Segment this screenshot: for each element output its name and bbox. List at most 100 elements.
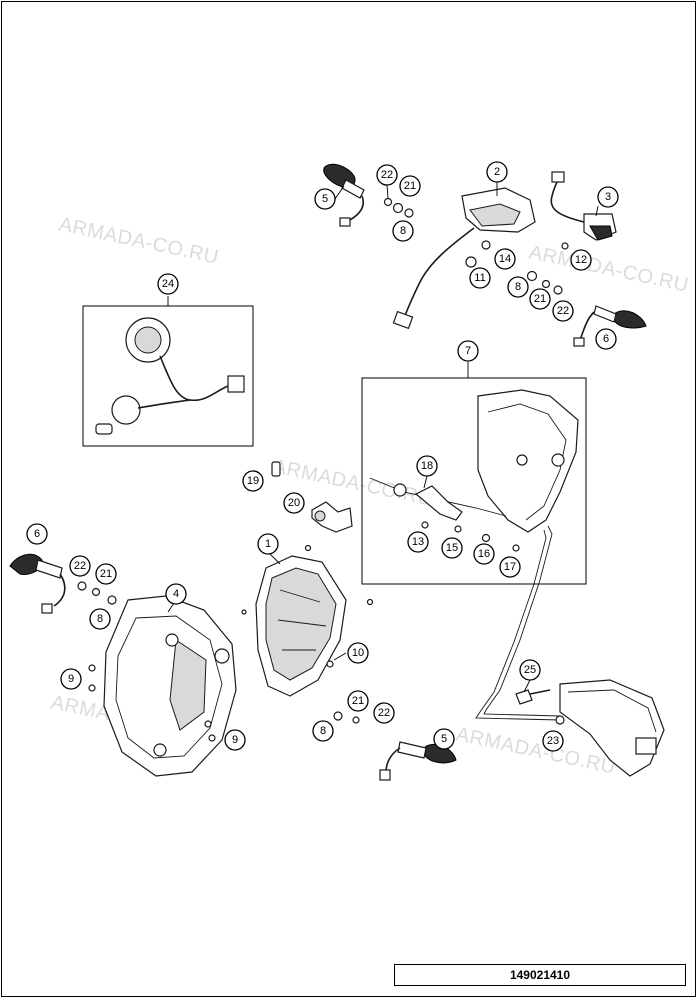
indicator-lens bbox=[613, 310, 647, 329]
callout-label: 10 bbox=[352, 647, 364, 659]
callout-label: 9 bbox=[68, 673, 74, 685]
callout-16: 16 bbox=[473, 543, 495, 565]
callout-label: 21 bbox=[404, 180, 416, 192]
washer bbox=[404, 208, 414, 218]
mount-plate bbox=[414, 485, 463, 521]
grommet-23 bbox=[555, 715, 565, 725]
callout-8: 8 bbox=[392, 220, 414, 242]
cable-24b bbox=[137, 399, 191, 409]
callout-8: 8 bbox=[89, 608, 111, 630]
washer bbox=[481, 240, 491, 250]
indicator-connector bbox=[339, 217, 351, 227]
callout-label: 20 bbox=[288, 497, 300, 509]
callout-label: 9 bbox=[232, 734, 238, 746]
license-plate-light-lens bbox=[589, 225, 613, 241]
callout-label: 21 bbox=[534, 293, 546, 305]
screw bbox=[326, 660, 334, 668]
callout-21: 21 bbox=[347, 690, 369, 712]
callout-22: 22 bbox=[552, 300, 574, 322]
nut bbox=[481, 533, 491, 543]
watermark-text: ARMADA-CO.RU bbox=[57, 213, 221, 268]
callout-label: 8 bbox=[515, 281, 521, 293]
bracket-hole bbox=[516, 454, 528, 466]
callout-label: 11 bbox=[474, 272, 485, 284]
callout-21: 21 bbox=[399, 175, 421, 197]
callout-5: 5 bbox=[433, 728, 455, 750]
callout-label: 7 bbox=[465, 345, 471, 357]
callout-label: 24 bbox=[162, 278, 174, 290]
callout-label: 21 bbox=[100, 568, 112, 580]
nut bbox=[333, 711, 343, 721]
callout-label: 4 bbox=[173, 588, 179, 600]
license-plate-light-connector bbox=[551, 171, 565, 183]
callout-label: 18 bbox=[421, 460, 433, 472]
callout-4: 4 bbox=[165, 583, 187, 605]
washer bbox=[383, 197, 393, 207]
indicator-cable bbox=[349, 195, 365, 221]
callout-label: 6 bbox=[603, 333, 609, 345]
indicator-stem bbox=[35, 559, 63, 579]
callout-13: 13 bbox=[407, 531, 429, 553]
nut bbox=[107, 595, 117, 605]
callout-label: 8 bbox=[400, 225, 406, 237]
headlight-mask-4 bbox=[88, 595, 237, 777]
nut bbox=[392, 202, 404, 214]
callout-11: 11 bbox=[469, 267, 491, 289]
screw bbox=[88, 664, 96, 672]
indicator-stem bbox=[341, 179, 365, 199]
indicator-lens bbox=[423, 744, 457, 764]
rear-indicator-left bbox=[323, 163, 414, 227]
mask-body bbox=[103, 595, 237, 777]
washer bbox=[91, 587, 101, 597]
bulbs bbox=[271, 461, 353, 533]
callout-21: 21 bbox=[529, 288, 551, 310]
bulb-socket bbox=[111, 395, 141, 425]
callout-label: 16 bbox=[478, 548, 490, 560]
callout-label: 22 bbox=[557, 305, 569, 317]
callout-9: 9 bbox=[224, 729, 246, 751]
tail-light-lens bbox=[469, 203, 521, 227]
instrument-bracket-edge bbox=[567, 689, 657, 733]
indicator-stem bbox=[593, 305, 617, 323]
screw bbox=[366, 598, 374, 606]
callout-12: 12 bbox=[570, 249, 592, 271]
callout-label: 23 bbox=[547, 735, 559, 747]
callout-7: 7 bbox=[457, 340, 479, 362]
callout-label: 17 bbox=[504, 561, 516, 573]
headlight-lens-lines bbox=[277, 589, 327, 651]
mask-hole bbox=[153, 743, 167, 757]
callout-8: 8 bbox=[507, 276, 529, 298]
bulb-20 bbox=[311, 501, 353, 533]
bulb-19 bbox=[271, 461, 281, 477]
callout-label: 22 bbox=[74, 560, 86, 572]
bracket-body bbox=[477, 389, 579, 533]
mask-hole bbox=[165, 633, 179, 647]
nut bbox=[465, 256, 477, 268]
wiring-harness bbox=[475, 525, 665, 777]
indicator-stem bbox=[397, 741, 427, 759]
indicator-cable bbox=[579, 311, 595, 341]
callouts: 2 3 5 22 21 8 11 14 12 8 21 22 6 24 7 18… bbox=[26, 161, 619, 752]
front-indicator-right bbox=[379, 741, 457, 781]
screw bbox=[241, 609, 247, 615]
headlight-lens bbox=[265, 567, 337, 681]
rear-indicator-right bbox=[526, 270, 647, 347]
callout-label: 25 bbox=[524, 664, 536, 676]
callout-label: 8 bbox=[320, 725, 326, 737]
mount-bushing bbox=[393, 483, 407, 497]
callout-10: 10 bbox=[347, 642, 369, 664]
washer bbox=[553, 285, 563, 295]
bulb-24 bbox=[95, 423, 113, 435]
callout-14: 14 bbox=[494, 248, 516, 270]
callout-24: 24 bbox=[157, 273, 179, 295]
instrument-mount bbox=[635, 737, 657, 755]
indicator-connector bbox=[41, 603, 53, 614]
screw bbox=[88, 684, 96, 692]
callout-1: 1 bbox=[257, 533, 279, 555]
washer bbox=[421, 521, 429, 529]
callout-2: 2 bbox=[486, 161, 508, 183]
callout-18: 18 bbox=[416, 455, 438, 477]
diagram-reference-number: 149021410 bbox=[394, 964, 686, 986]
